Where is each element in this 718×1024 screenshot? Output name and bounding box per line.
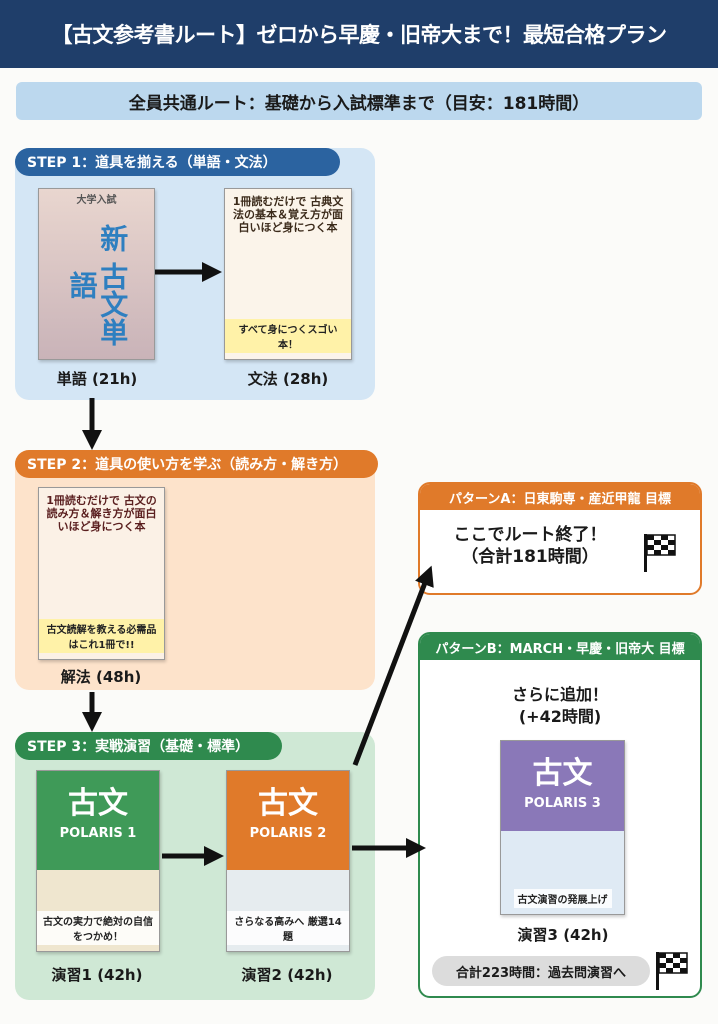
book-grammar: 1冊読むだけで 古典文法の基本＆覚え方が面白いほど身につく本 すべて身につくスゴ… [224,188,352,360]
label-practice-1: 演習1 (42h) [51,966,143,984]
label-practice-3: 演習3 (42h) [517,926,609,944]
checkered-flag-icon [656,952,688,990]
label-reading-method: 解法 (48h) [60,668,142,686]
step1-title: STEP 1：道具を揃える（単語・文法） [15,148,340,176]
pattern-a-line1: ここでルート終了！ [453,525,607,545]
page-title: 【古文参考書ルート】ゼロから早慶・旧帝大まで！最短合格プラン [0,0,718,68]
book-polaris-1: 古文 POLARIS 1 古文の実力で絶対の自信をつかめ！ [36,770,160,952]
pattern-b-line1: さらに追加！ [511,685,608,704]
pattern-a-title: パターンA：日東駒専・産近甲龍 目標 [420,484,700,510]
pattern-a-line2: （合計181時間） [461,547,599,568]
label-vocabulary: 単語 (21h) [56,370,138,388]
book-polaris-3: 古文 POLARIS 3 古文演習の発展上げ [500,740,625,915]
label-grammar: 文法 (28h) [247,370,329,388]
step2-title: STEP 2：道具の使い方を学ぶ（読み方・解き方） [15,450,378,478]
book-vocabulary: 大学入試 新 古文単語 [38,188,155,360]
label-practice-2: 演習2 (42h) [241,966,333,984]
arrow-to-pattern-a [352,565,434,766]
total-hours-pill: 合計223時間：過去問演習へ [432,956,650,986]
pattern-b-title: パターンB：MARCH・早慶・旧帝大 目標 [420,634,700,660]
book-reading-method: 1冊読むだけで 古文の読み方＆解き方が面白いほど身につく本 古文読解を教える必需… [38,487,165,660]
common-route-banner: 全員共通ルート：基礎から入試標準まで（目安：181時間） [16,82,702,120]
pattern-b-line2: (+42時間) [518,707,602,727]
book-polaris-2: 古文 POLARIS 2 さらなる高みへ 厳選14題 [226,770,350,952]
pattern-a-box: パターンA：日東駒専・産近甲龍 目標 ここでルート終了！ （合計181時間） [418,482,702,595]
step3-title: STEP 3：実戦演習（基礎・標準） [15,732,282,760]
checkered-flag-icon [644,534,676,572]
